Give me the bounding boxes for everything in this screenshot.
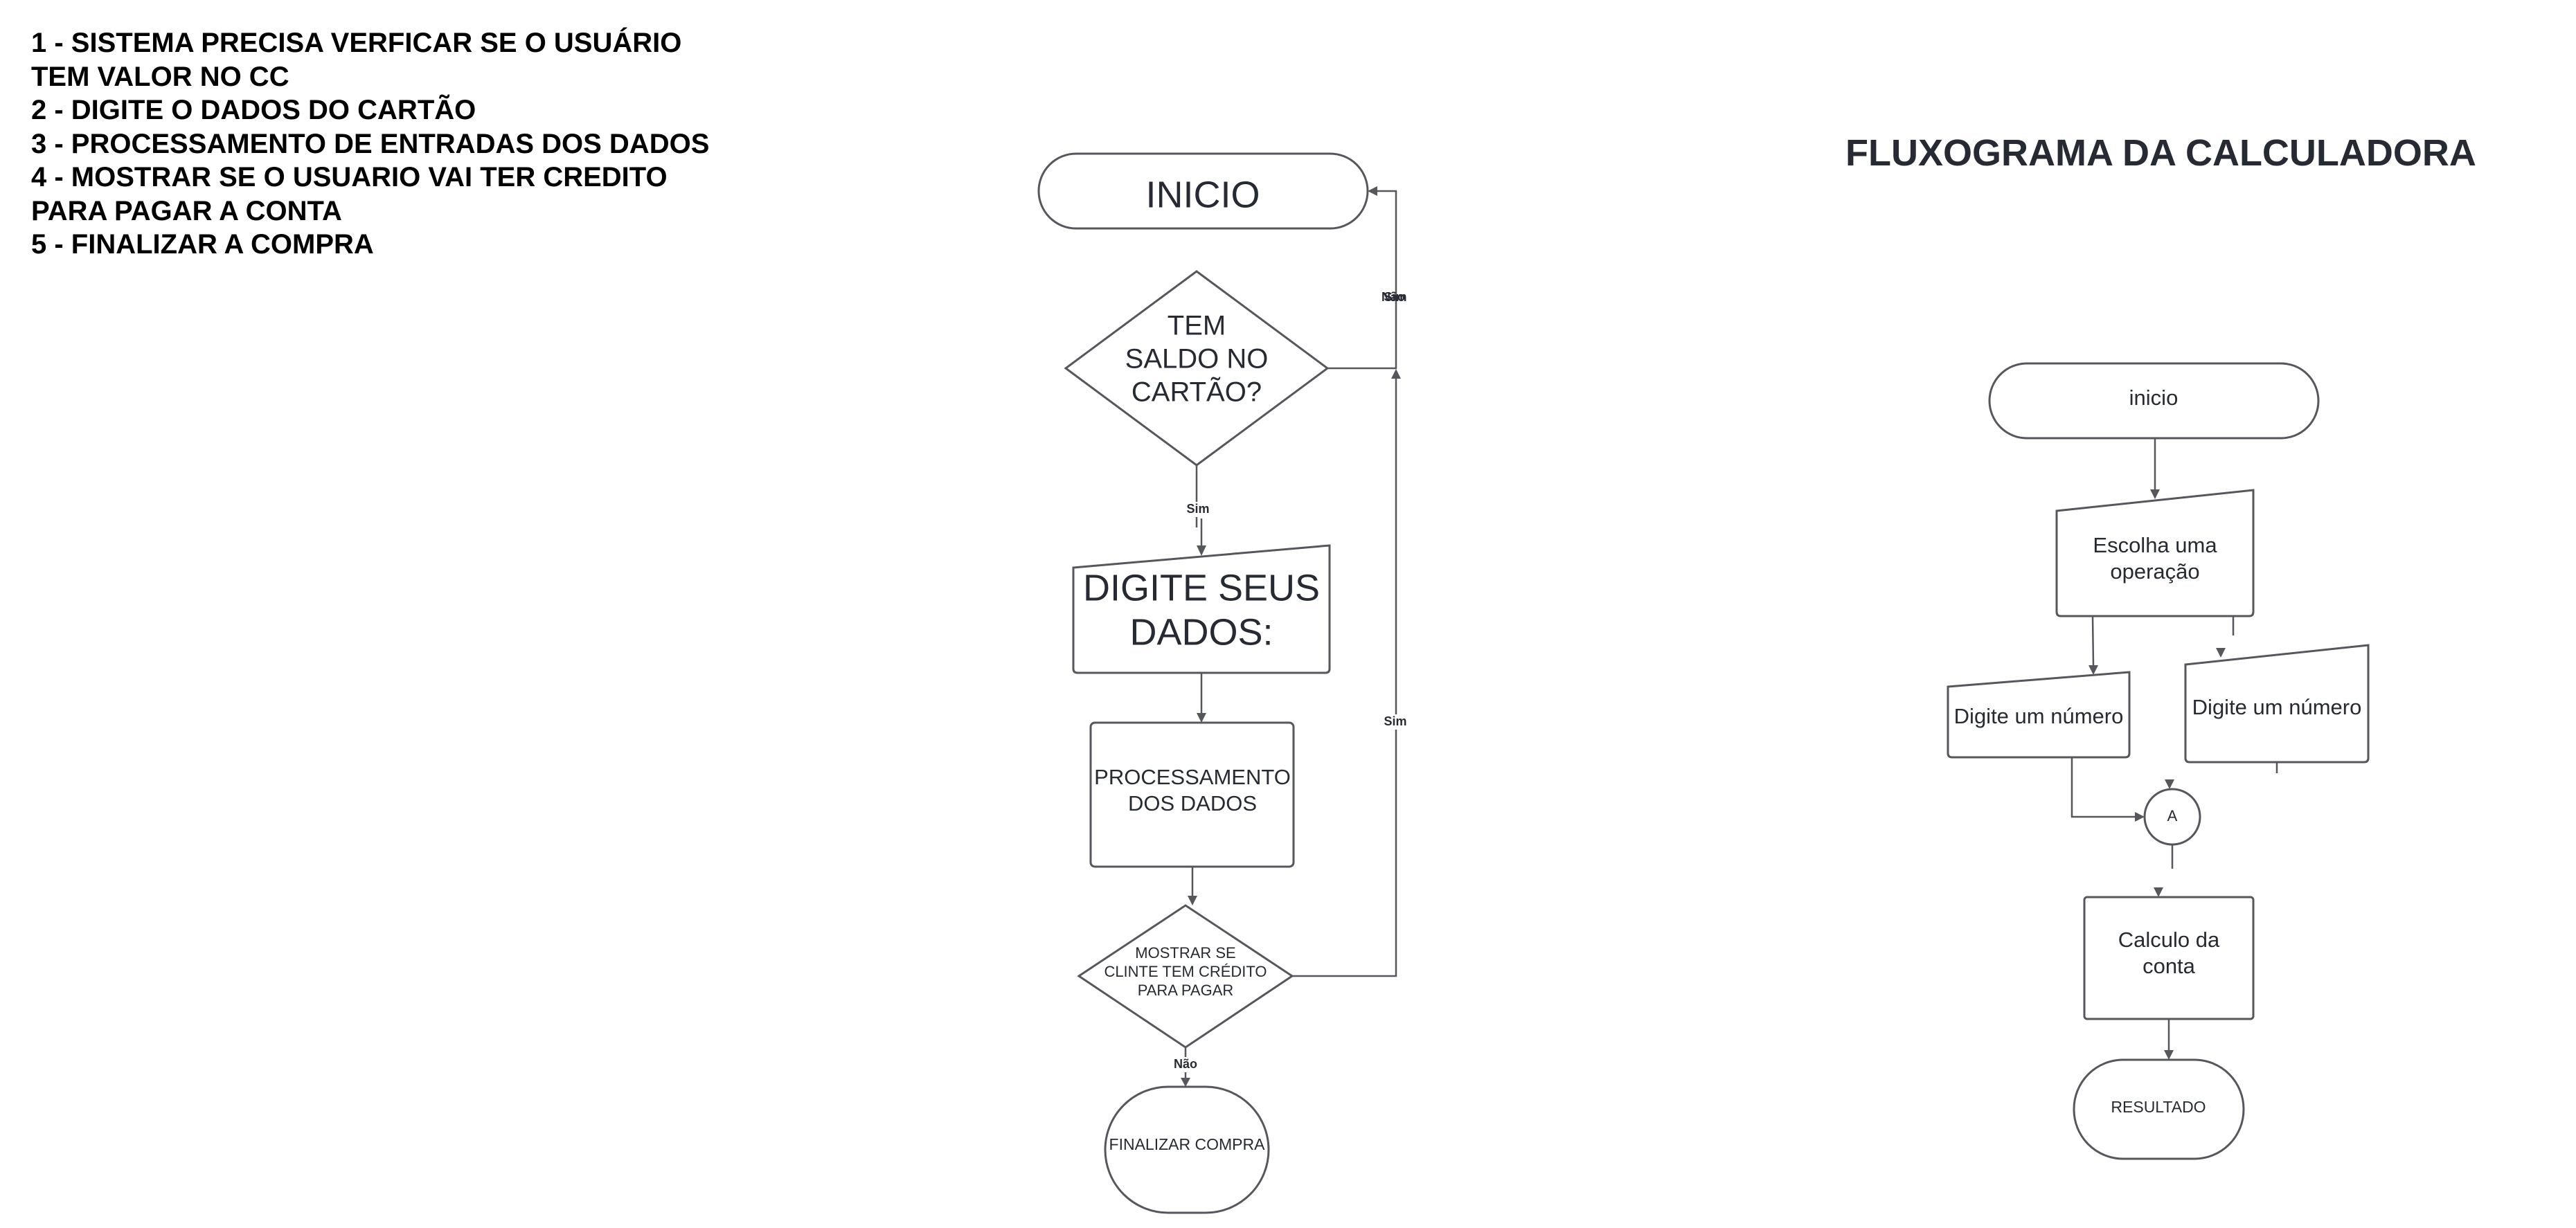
input-number-left-label: Digite um número: [1954, 704, 2124, 728]
arrowhead: [2135, 812, 2145, 822]
payment-flowchart: INICIO TEM SALDO NO CARTÃO? DIGITE SEUS …: [1037, 152, 1409, 1214]
decision-credito-line-3: PARA PAGAR: [1138, 982, 1234, 999]
step-2: 2 - DIGITE O DADOS DO CARTÃO: [31, 95, 476, 125]
label-nao-down: Não: [1174, 1057, 1197, 1071]
connector-credito-sim-loop: [1292, 379, 1397, 977]
input-dados-line-2: DADOS:: [1129, 611, 1273, 653]
connector-a-label: A: [2167, 807, 2178, 824]
process-calculo-line-2: conta: [2143, 954, 2196, 978]
connector-left-to-a: [2070, 757, 2136, 818]
arrowhead: [2165, 779, 2174, 789]
input-number-right[interactable]: [2184, 644, 2370, 764]
result-terminal-label: RESULTADO: [2111, 1098, 2206, 1116]
step-5: 5 - FINALIZAR A COMPRA: [31, 229, 374, 260]
process-dados-line-1: PROCESSAMENTO: [1094, 765, 1291, 789]
input-number-right-label: Digite um número: [2192, 695, 2362, 719]
label-bg: [1186, 502, 1210, 517]
label-bg: [1383, 714, 1409, 730]
end-terminal-label: FINALIZAR COMPRA: [1109, 1135, 1266, 1153]
label-sim-loop: Sim: [1384, 290, 1406, 304]
requirements-list: 1 - SISTEMA PRECISA VERFICAR SE O USUÁRI…: [31, 26, 793, 262]
step-3: 3 - PROCESSAMENTO DE ENTRADAS DOS DADOS: [31, 128, 710, 159]
input-choose-operation[interactable]: [2055, 489, 2255, 617]
arrowhead: [1188, 896, 1197, 905]
label-sim-right: Sim: [1384, 714, 1406, 728]
decision-credito-line-2: CLINTE TEM CRÉDITO: [1104, 963, 1267, 980]
connector-saldo-nao-loop: [1327, 190, 1397, 370]
input-dados-line-1: DIGITE SEUS: [1083, 567, 1320, 608]
step-4-line-1: 4 - MOSTRAR SE O USUARIO VAI TER CREDITO: [31, 162, 668, 192]
end-terminal[interactable]: [1104, 1085, 1270, 1214]
arrowhead: [2088, 665, 2098, 675]
calc-start-label: inicio: [2129, 386, 2179, 410]
label-nao-loop: Não: [1381, 290, 1405, 304]
label-bg: [1173, 1057, 1199, 1072]
input-number-left[interactable]: [1947, 671, 2131, 759]
arrowhead: [1368, 186, 1377, 196]
step-1-line-1: 1 - SISTEMA PRECISA VERFICAR SE O USUÁRI…: [31, 28, 682, 58]
arrowhead: [2216, 648, 2226, 658]
decision-saldo-line-1: TEM: [1168, 311, 1226, 341]
start-terminal-label: INICIO: [1145, 174, 1260, 215]
step-1-line-2: TEM VALOR NO CC: [31, 61, 289, 92]
arrowhead: [2154, 887, 2163, 897]
calculator-flowchart-title: FLUXOGRAMA DA CALCULADORA: [1845, 132, 2476, 174]
arrowhead: [2164, 1050, 2174, 1060]
decision-credito-line-1: MOSTRAR SE: [1135, 944, 1235, 961]
process-calculo-line-1: Calculo da: [2118, 928, 2220, 952]
decision-saldo-line-2: SALDO NO: [1125, 344, 1269, 374]
decision-saldo-line-3: CARTÃO?: [1132, 377, 1262, 408]
calc-start-terminal[interactable]: [1988, 362, 2320, 440]
calculator-flowchart: inicio Escolha uma operação Digite um nú…: [1947, 362, 2370, 1160]
input-dados[interactable]: [1072, 544, 1331, 674]
label-sim-down: Sim: [1186, 502, 1209, 516]
arrowhead: [1391, 369, 1401, 379]
result-terminal[interactable]: [2073, 1058, 2245, 1160]
process-dados-line-2: DOS DADOS: [1128, 791, 1257, 815]
choose-operation-line-1: Escolha uma: [2093, 533, 2217, 557]
arrowhead: [1197, 545, 1206, 556]
arrowhead: [1197, 713, 1206, 723]
arrowhead: [2150, 489, 2160, 499]
step-4-line-2: PARA PAGAR A CONTA: [31, 195, 342, 226]
choose-operation-line-2: operação: [2110, 559, 2199, 584]
arrowhead: [1181, 1078, 1190, 1087]
